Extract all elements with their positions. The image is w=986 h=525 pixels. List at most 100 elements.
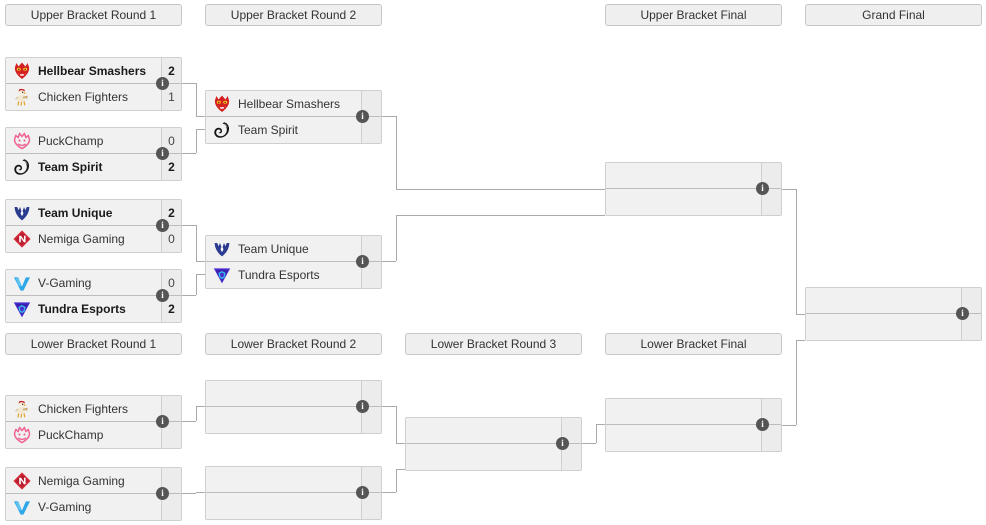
match-team-row[interactable]: V-Gaming <box>6 494 181 520</box>
round-header-ubf[interactable]: Upper Bracket Final <box>605 4 782 26</box>
match-team-row[interactable] <box>206 407 381 433</box>
bracket-connector <box>382 492 396 493</box>
match-lbr2-m1[interactable]: i <box>205 380 382 434</box>
match-team-row[interactable] <box>606 399 781 425</box>
match-lbf-m1[interactable]: i <box>605 398 782 452</box>
team-score <box>161 422 181 448</box>
match-info-icon[interactable]: i <box>356 255 369 268</box>
match-info-icon[interactable]: i <box>156 289 169 302</box>
match-team-row[interactable] <box>206 467 381 493</box>
round-header-lbf[interactable]: Lower Bracket Final <box>605 333 782 355</box>
match-lbr3-m1[interactable]: i <box>405 417 582 471</box>
match-team-row[interactable]: Team Spirit <box>206 117 381 143</box>
empty-team-logo <box>406 445 438 469</box>
match-info-icon[interactable]: i <box>156 487 169 500</box>
team-name: V-Gaming <box>38 275 92 290</box>
match-team-row[interactable] <box>606 425 781 451</box>
bracket-connector <box>396 116 397 189</box>
team-name: Tundra Esports <box>238 268 320 282</box>
round-header-lbr1[interactable]: Lower Bracket Round 1 <box>5 333 182 355</box>
bracket-connector <box>782 189 796 190</box>
match-info-icon[interactable]: i <box>156 77 169 90</box>
bracket-connector <box>796 340 805 341</box>
match-team-row[interactable]: Hellbear Smashers <box>206 91 381 117</box>
match-team-row[interactable] <box>406 418 581 444</box>
match-team-row[interactable]: Team Unique <box>206 236 381 262</box>
team-score <box>361 381 381 406</box>
tundra-esports-logo <box>206 263 238 287</box>
match-team-row[interactable]: PuckChamp <box>6 422 181 448</box>
match-info-icon[interactable]: i <box>156 219 169 232</box>
match-team-row[interactable] <box>806 288 981 314</box>
bracket-connector <box>196 83 197 116</box>
match-team-row[interactable]: Tundra Esports <box>206 262 381 288</box>
round-header-ubr2[interactable]: Upper Bracket Round 2 <box>205 4 382 26</box>
match-info-icon[interactable]: i <box>756 418 769 431</box>
match-info-icon[interactable]: i <box>356 486 369 499</box>
match-info-icon[interactable]: i <box>556 437 569 450</box>
match-info-icon[interactable]: i <box>156 415 169 428</box>
empty-team-logo <box>606 426 638 450</box>
bracket-connector <box>182 83 196 84</box>
round-header-ubr1[interactable]: Upper Bracket Round 1 <box>5 4 182 26</box>
empty-team-logo <box>606 400 638 424</box>
match-team-row[interactable] <box>206 381 381 407</box>
match-info-icon[interactable]: i <box>956 307 969 320</box>
bracket-connector <box>196 129 205 130</box>
bracket-connector <box>796 314 805 315</box>
match-ubf-m1[interactable]: i <box>605 162 782 216</box>
team-score <box>761 163 781 188</box>
nemiga-gaming-logo <box>6 227 38 251</box>
match-team-row[interactable] <box>206 493 381 519</box>
team-name: Nemiga Gaming <box>38 232 125 246</box>
round-header-gf[interactable]: Grand Final <box>805 4 982 26</box>
round-header-lbr3[interactable]: Lower Bracket Round 3 <box>405 333 582 355</box>
empty-team-logo <box>206 494 238 518</box>
match-team-row[interactable] <box>806 314 981 340</box>
bracket-connector <box>182 225 196 226</box>
bracket-connector <box>796 340 797 425</box>
v-gaming-logo <box>6 495 38 519</box>
match-team-row[interactable] <box>606 189 781 215</box>
match-team-row[interactable]: Chicken Fighters <box>6 396 181 422</box>
bracket-connector <box>182 153 196 154</box>
match-info-icon[interactable]: i <box>356 400 369 413</box>
bracket-connector <box>396 469 397 492</box>
round-header-lbr2[interactable]: Lower Bracket Round 2 <box>205 333 382 355</box>
empty-team-logo <box>406 419 438 443</box>
match-team-row[interactable]: Nemiga Gaming <box>6 468 181 494</box>
team-name: Team Spirit <box>238 123 299 137</box>
empty-team-logo <box>206 382 238 406</box>
match-team-row[interactable] <box>406 444 581 470</box>
match-info-icon[interactable]: i <box>356 110 369 123</box>
match-team-row[interactable] <box>606 163 781 189</box>
bracket-connector <box>396 215 397 261</box>
match-info-icon[interactable]: i <box>756 182 769 195</box>
match-lbr2-m2[interactable]: i <box>205 466 382 520</box>
team-score <box>361 407 381 433</box>
hellbear-smashers-logo <box>6 59 38 83</box>
match-info-icon[interactable]: i <box>156 147 169 160</box>
match-gf-m1[interactable]: i <box>805 287 982 341</box>
team-name: Hellbear Smashers <box>38 63 147 78</box>
team-spirit-logo <box>6 155 38 179</box>
team-name: Hellbear Smashers <box>238 96 341 111</box>
team-name: Chicken Fighters <box>38 401 129 416</box>
bracket-connector <box>182 295 196 296</box>
